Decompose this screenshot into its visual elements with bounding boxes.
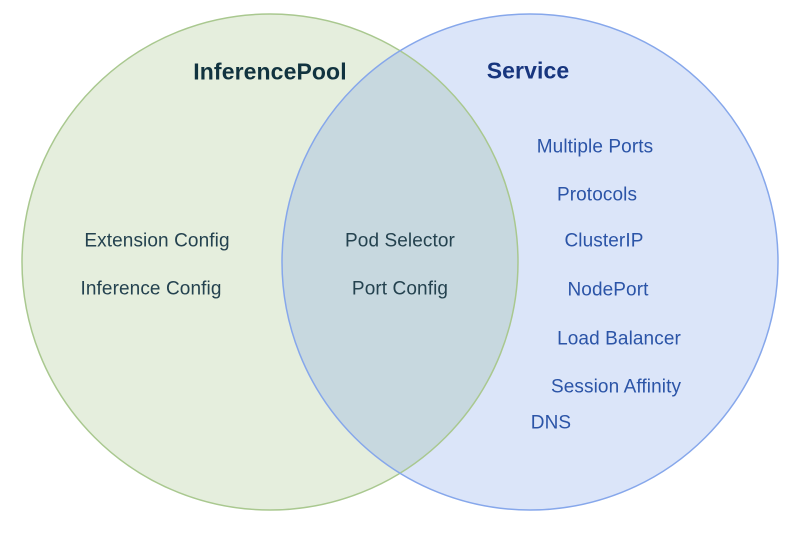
service-item-nodeport: NodePort	[567, 279, 649, 301]
service-title: Service	[486, 57, 570, 84]
inferencepool-circle-fill	[22, 14, 518, 510]
service-circle-outline	[281, 13, 779, 511]
service-item-dns: DNS	[530, 412, 572, 434]
inferencepool-item-inference-config: Inference Config	[80, 278, 222, 300]
service-item-session-affinity: Session Affinity	[550, 376, 682, 398]
intersection-item-pod-selector: Pod Selector	[345, 230, 455, 252]
inferencepool-circle-outline	[21, 13, 519, 511]
inferencepool-item-extension-config: Extension Config	[84, 230, 230, 252]
service-item-clusterip: ClusterIP	[564, 230, 644, 252]
service-item-protocols: Protocols	[556, 184, 638, 206]
intersection-item-port-config: Port Config	[351, 278, 449, 300]
service-circle-fill	[282, 14, 778, 510]
inferencepool-title: InferencePool	[193, 58, 347, 85]
service-item-multiple-ports: Multiple Ports	[536, 136, 654, 158]
service-item-load-balancer: Load Balancer	[557, 328, 681, 350]
